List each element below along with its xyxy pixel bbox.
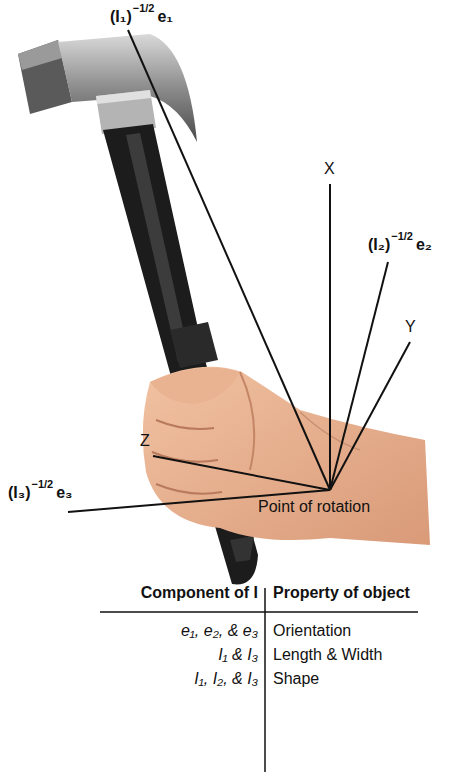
axis-label: e₁ xyxy=(157,8,173,26)
exponent: −1/2 xyxy=(133,2,155,15)
table-cell: I₁ & I₃ xyxy=(218,646,258,664)
table-rules xyxy=(100,588,418,772)
table-header: Component of I xyxy=(141,584,258,602)
axis-label: (I₁) xyxy=(110,8,132,26)
axis-label: e₂ xyxy=(416,236,432,254)
table-cell: I₁, I₂, & I₃ xyxy=(194,670,258,688)
point-label: Point of rotation xyxy=(258,498,370,516)
axis-label: Z xyxy=(140,432,150,450)
table-header: Property of object xyxy=(273,584,410,602)
exponent: −1/2 xyxy=(32,478,54,491)
axis-label: (I₂) xyxy=(368,236,390,254)
axis-lines xyxy=(68,30,410,512)
table-cell: Orientation xyxy=(273,622,351,640)
axis-label: (I₃) xyxy=(8,484,31,502)
table-cell: Length & Width xyxy=(273,646,382,664)
axis-label: e₃ xyxy=(56,484,72,502)
exponent: −1/2 xyxy=(391,230,413,243)
axis-label: Y xyxy=(405,318,416,336)
axis-label: X xyxy=(324,160,335,178)
table-cell: Shape xyxy=(273,670,319,688)
table-cell: e₁, e₂, & e₃ xyxy=(181,622,258,640)
